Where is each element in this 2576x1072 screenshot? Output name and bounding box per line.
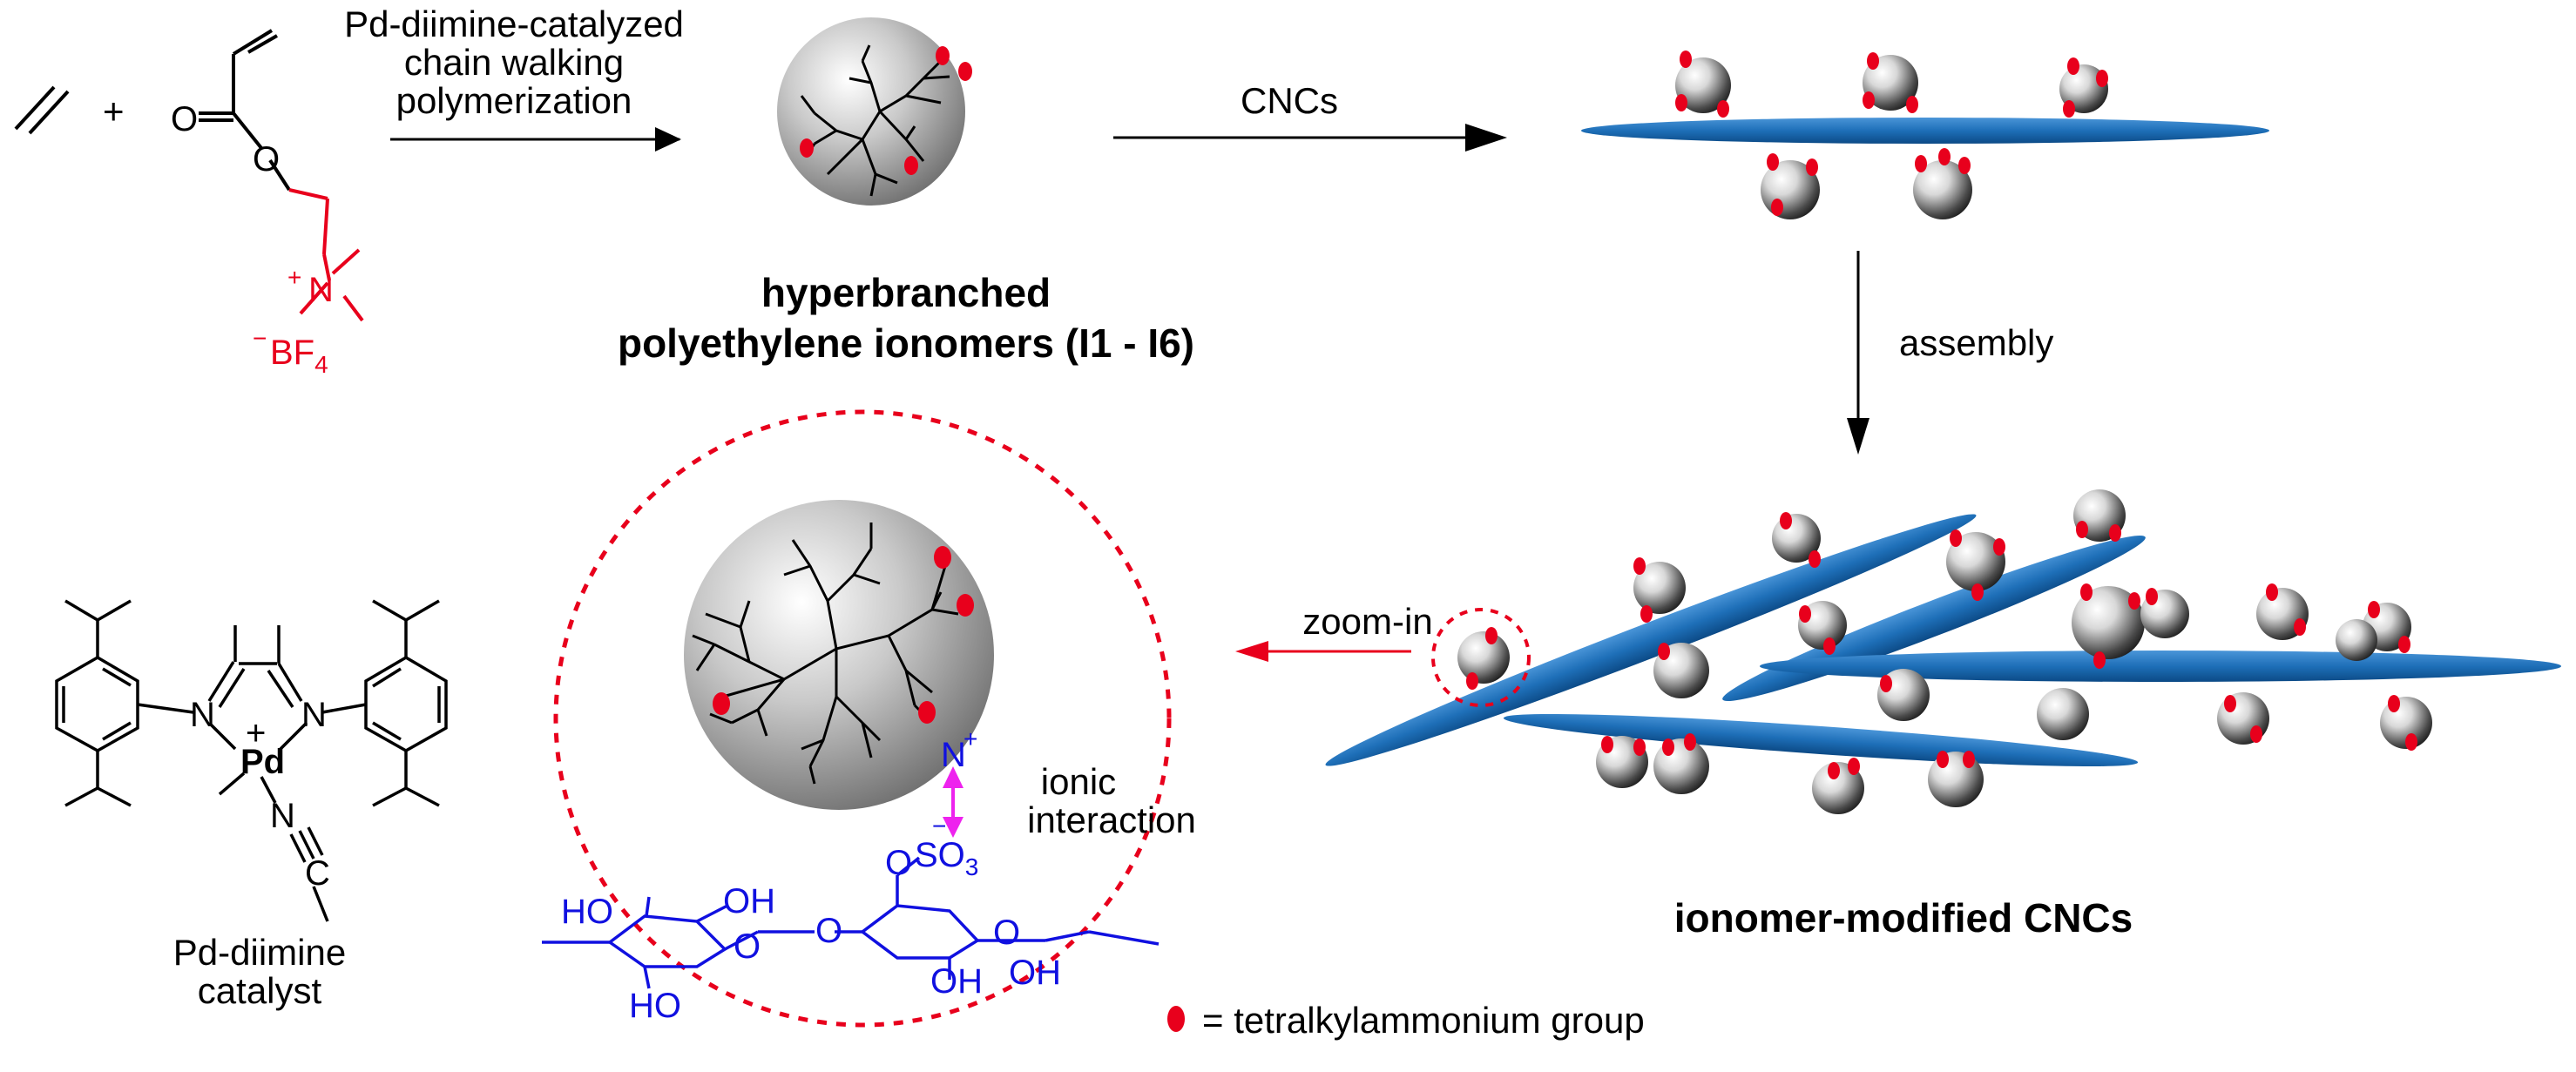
legend-text: = tetralkylammonium group [1202,1000,1645,1041]
catalyst-c-nitrile: C [305,854,330,893]
arrow-label-line2: chain walking [404,42,624,83]
cnc-arrowhead [1465,124,1507,152]
catalyst-pd: Pd [240,743,285,781]
monomer-structure [199,29,364,322]
hyperbranched-sphere-large [684,500,994,810]
o-ring2-label: O [993,914,1020,952]
ball [1812,758,1864,814]
o-ring1-label: O [734,927,761,966]
cnc-arrow-label: CNCs [1241,80,1338,121]
single-modified-cnc [1581,51,2269,219]
ball [2336,619,2377,661]
legend-marker [1167,1006,1185,1032]
modified-label: ionomer-modified CNCs [1674,895,2133,941]
ball [2256,583,2309,640]
catalyst-n-left: N [190,696,215,734]
product-label-line1: hyperbranched [761,270,1051,315]
monomer-n-charge: + [287,264,301,291]
so3-charge: − [932,812,946,839]
monomer-nitrogen: N [308,271,334,309]
ho-label-2: HO [629,987,681,1025]
ball [1863,52,1918,113]
ball [2059,57,2108,118]
ball [2380,695,2432,751]
catalyst-n-nitrile: N [270,797,295,835]
zoom-target-circle [1431,608,1531,707]
ball [1653,643,1709,698]
monomer-anion-charge: − [253,325,267,352]
o-bridge-label: O [815,912,842,950]
plus-sign: + [103,91,125,131]
zoom-n-plus-charge: + [963,725,977,752]
monomer-ester-o: O [253,140,280,179]
ball [2072,583,2145,669]
hyperbranched-sphere-small [777,17,972,206]
ethylene-structure [14,85,70,135]
assembled-cncs [1325,489,2561,814]
ball [1772,512,1821,568]
zoom-label: zoom-in [1302,601,1432,642]
reaction-arrowhead [655,127,681,152]
ball [1946,529,2005,601]
catalyst-pd-charge: + [246,714,266,752]
catalyst-label-line2: catalyst [198,970,322,1011]
oh-label-2: OH [930,962,983,1001]
monomer-counterion: BF4 [270,334,328,378]
ball [2217,692,2269,745]
zoom-target-ball [1457,627,1510,690]
zoom-arrowhead [1235,641,1268,662]
arrow-label-line3: polymerization [396,80,632,121]
ball [1653,733,1709,794]
assembly-arrowhead [1847,418,1869,455]
monomer-carbonyl-o: O [171,100,198,138]
ball [1877,669,1930,721]
ionic-label-line1: ionic [1041,761,1116,802]
catalyst-structure [55,599,448,922]
ball [2140,588,2189,638]
ball [1675,51,1731,118]
o-link-label: O [885,844,912,882]
oh-label-1: OH [723,882,775,920]
ball [1633,557,1686,623]
ball [2073,489,2126,542]
ball [1596,736,1648,788]
ionic-label-line2: interaction [1027,799,1196,840]
ball [2037,688,2089,740]
cellulose-structure [542,856,1160,989]
zoom-detail-circle [553,409,1172,1028]
ionic-interaction-arrow [943,766,963,838]
oh-label-3: OH [1009,954,1061,992]
ho-label-1: HO [561,893,613,931]
assembly-label: assembly [1899,322,2053,363]
ball [1798,601,1847,655]
arrow-label-line1: Pd-diimine-catalyzed [344,3,684,44]
ball [1913,148,1972,219]
product-label-line2: polyethylene ionomers (I1 - I6) [618,320,1194,366]
ball [1761,153,1820,219]
catalyst-label-line1: Pd-diimine [173,932,346,973]
catalyst-n-right: N [301,696,327,734]
so3-label: SO3 [915,836,978,880]
ball [1928,751,1984,807]
